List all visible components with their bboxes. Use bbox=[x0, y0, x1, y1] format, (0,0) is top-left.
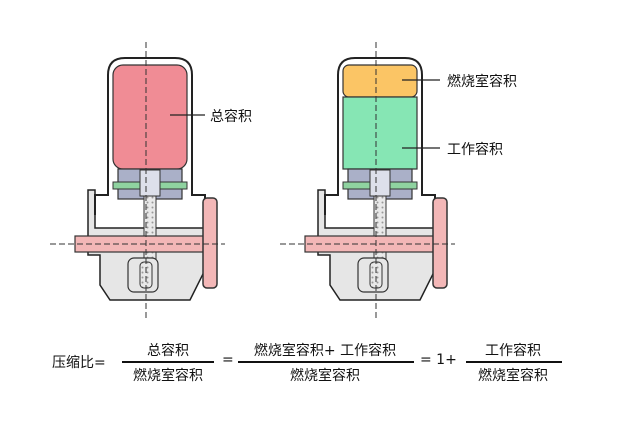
fraction2-bar bbox=[238, 361, 414, 363]
engine-right bbox=[280, 42, 455, 320]
crank-disc-left bbox=[202, 197, 218, 289]
engine-left bbox=[50, 42, 225, 320]
fraction1-denominator: 燃烧室容积 bbox=[133, 368, 203, 384]
fraction3-denominator: 燃烧室容积 bbox=[478, 368, 548, 384]
total-volume-label: 总容积 bbox=[210, 109, 252, 125]
equals-one-plus: = 1+ bbox=[420, 352, 457, 368]
fraction3-bar bbox=[466, 361, 562, 363]
combustion-chamber bbox=[342, 64, 418, 98]
cylinder-diagram: 总容积 燃烧室容积 工作容积 bbox=[50, 42, 517, 320]
equals-sign-2: = bbox=[222, 352, 234, 368]
cylinder-wall-right bbox=[324, 57, 436, 215]
fraction2-numerator: 燃烧室容积+ 工作容积 bbox=[253, 343, 397, 359]
compression-ratio-formula: 压缩比= 总容积 燃烧室容积 = 燃烧室容积+ 工作容积 燃烧室容积 = 1+ … bbox=[0, 330, 620, 435]
fraction2-denominator: 燃烧室容积 bbox=[290, 368, 360, 384]
total-volume-chamber bbox=[112, 64, 188, 170]
engine-illustration bbox=[50, 42, 455, 320]
fraction3-numerator: 工作容积 bbox=[485, 343, 541, 359]
fraction1-numerator: 总容积 bbox=[147, 343, 189, 359]
working-volume-label: 工作容积 bbox=[447, 142, 503, 158]
combustion-volume-label: 燃烧室容积 bbox=[447, 74, 517, 90]
formula-lhs: 压缩比= bbox=[52, 355, 106, 371]
working-volume bbox=[342, 96, 418, 170]
cylinder-wall-left bbox=[94, 57, 206, 215]
fraction1-bar bbox=[122, 361, 214, 363]
crank-disc-right bbox=[432, 197, 448, 289]
